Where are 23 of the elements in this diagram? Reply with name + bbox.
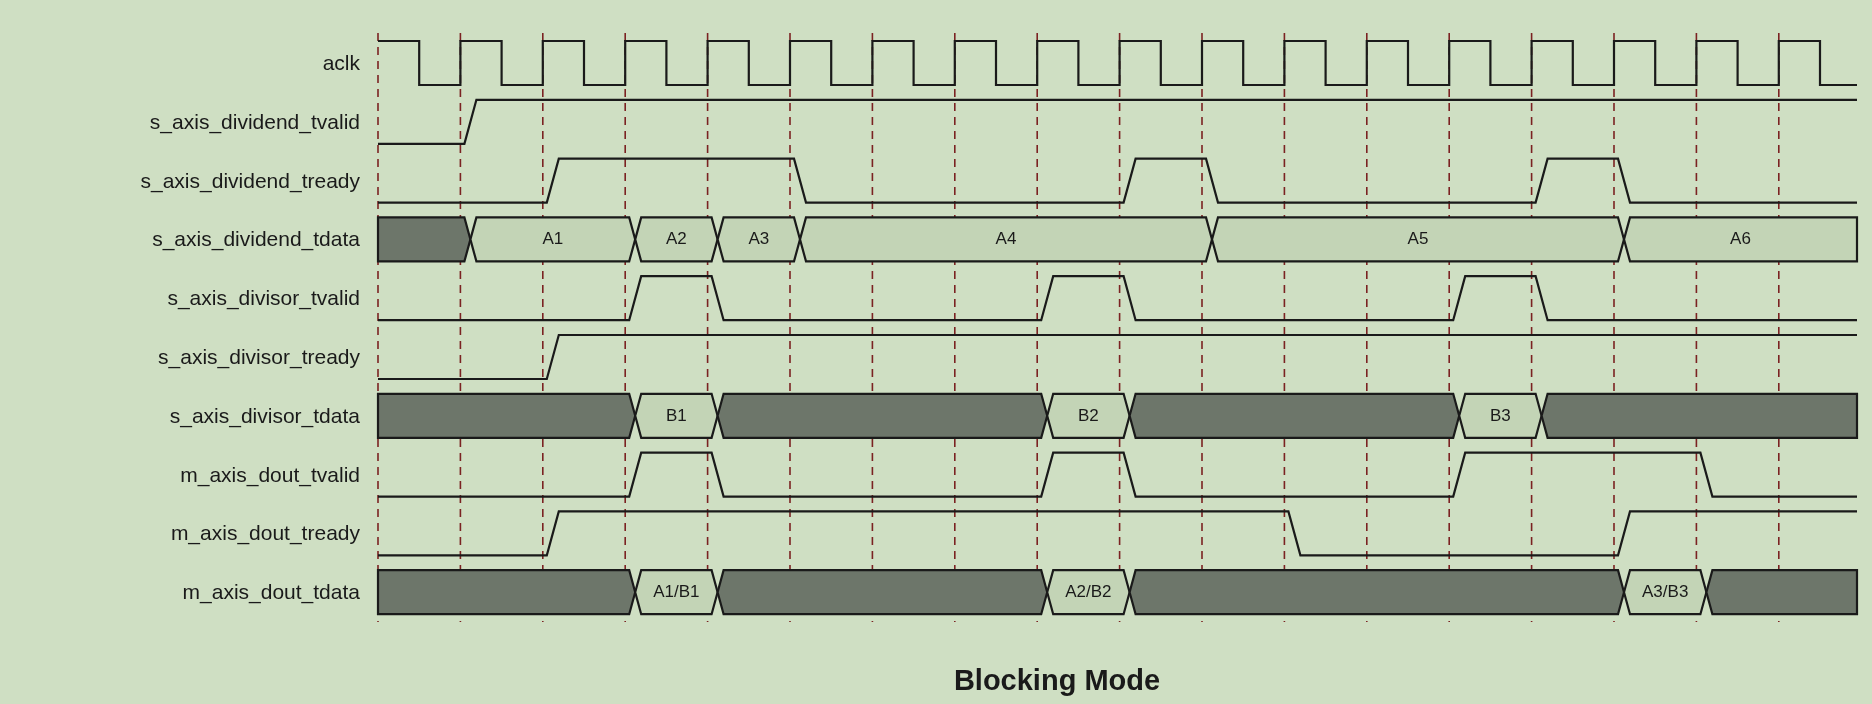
- signal-name: s_axis_dividend_tdata: [151, 227, 360, 252]
- signal-name: s_axis_dividend_tready: [139, 168, 360, 193]
- bus-value: A4: [995, 229, 1017, 250]
- bus-value: A1: [542, 229, 564, 250]
- bus-value: A3: [748, 229, 770, 250]
- bus-value: A2/B2: [1065, 582, 1112, 603]
- bus-value: B2: [1078, 405, 1099, 426]
- caption: Blocking Mode: [953, 663, 1161, 697]
- signal-name: aclk: [321, 51, 360, 75]
- signal-name: s_axis_divisor_tvalid: [166, 286, 360, 311]
- bus-value: A1/B1: [653, 582, 700, 603]
- bus-value: A3/B3: [1642, 582, 1689, 603]
- signal-name: m_axis_dout_tready: [169, 521, 360, 546]
- signal-name: m_axis_dout_tdata: [181, 580, 360, 605]
- bus-value: A5: [1407, 229, 1429, 250]
- bus-value: B1: [666, 405, 687, 426]
- signal-name: s_axis_dividend_tvalid: [148, 109, 360, 134]
- bus-value: B3: [1490, 405, 1511, 426]
- signal-name: m_axis_dout_tvalid: [179, 462, 360, 487]
- signal-name: s_axis_divisor_tdata: [168, 403, 360, 428]
- bus-value: A2: [666, 229, 687, 250]
- signal-name: s_axis_divisor_tready: [157, 345, 360, 369]
- bus-value: A6: [1730, 229, 1751, 250]
